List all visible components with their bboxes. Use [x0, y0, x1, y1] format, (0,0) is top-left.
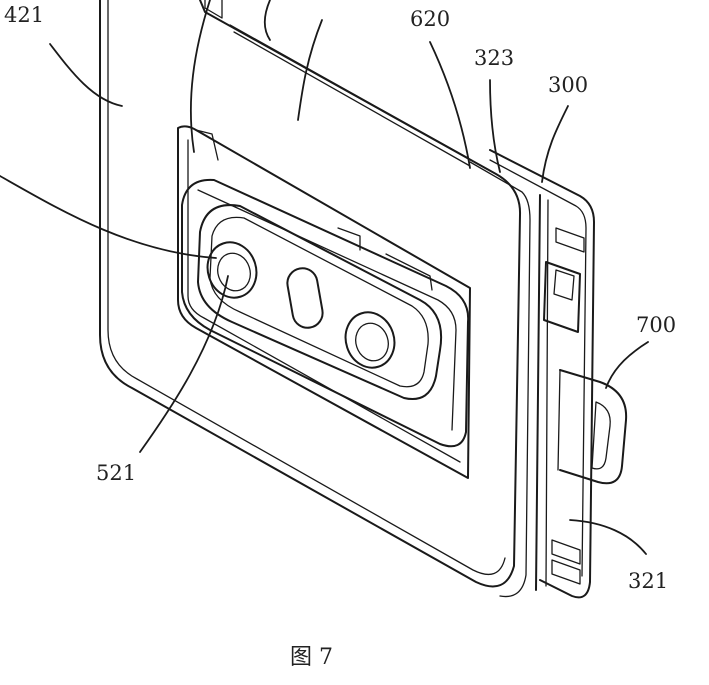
leader-421 — [49, 43, 123, 107]
leader-left — [0, 175, 217, 259]
side-bracket — [489, 149, 628, 599]
label-321: 321 — [628, 569, 668, 593]
leader-521 — [139, 275, 229, 453]
leader-300 — [541, 105, 569, 183]
cover-plate — [99, 0, 531, 598]
leader-321 — [569, 519, 647, 555]
label-421: 421 — [4, 3, 44, 27]
label-521: 521 — [96, 461, 136, 485]
leader-323 — [489, 79, 501, 173]
label-323: 323 — [474, 46, 514, 70]
figure-caption: 图 7 — [290, 645, 333, 670]
leader-700 — [605, 341, 649, 389]
label-300: 300 — [548, 73, 588, 97]
camera-module — [181, 178, 470, 448]
leader-top-b — [297, 19, 323, 121]
label-700: 700 — [636, 313, 676, 337]
camera-recess — [177, 125, 471, 479]
leader-620 — [429, 41, 471, 169]
leader-top-a — [263, 0, 271, 41]
leader-lines — [0, 0, 649, 555]
label-620: 620 — [410, 7, 450, 31]
leader-center — [190, 0, 211, 153]
